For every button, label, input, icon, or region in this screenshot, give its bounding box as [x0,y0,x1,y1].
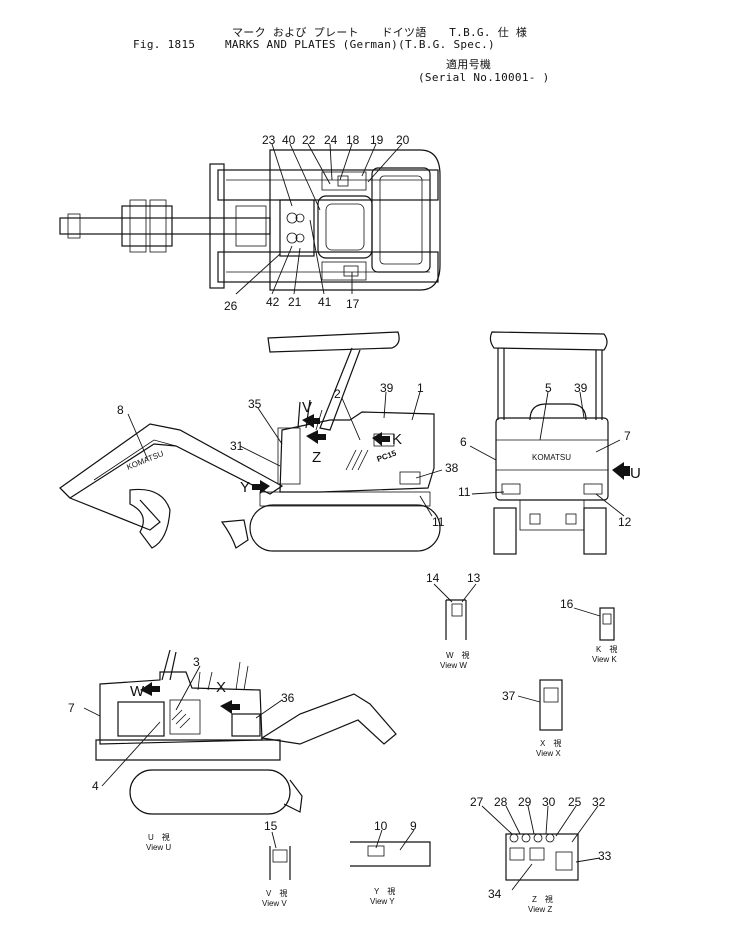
view-arrow-z: Z [306,430,326,466]
view-arrow-v: V [302,399,320,428]
japanese-title: マーク および プレート ドイツ語 T.B.G. 仕 様 [232,26,528,39]
callout-19: 19 [370,133,384,147]
view-v-label: View V [262,899,287,908]
callout-30: 30 [542,795,556,809]
callout-25: 25 [568,795,582,809]
callout-12: 12 [618,515,632,529]
callout-33: 33 [598,849,612,863]
view-z-jp-label: Z 視 [532,895,553,904]
view-w-jp-label: W 視 [446,651,470,660]
callout-8: 8 [117,403,124,417]
view-v-jp-label: V 視 [266,889,287,898]
callout-29: 29 [518,795,532,809]
callout-26: 26 [224,299,238,313]
view-y-jp-label: Y 視 [374,887,395,896]
view-k-label: View K [592,655,617,664]
callout-36: 36 [281,691,295,705]
callout-34: 34 [488,887,502,901]
callout-4: 4 [92,779,99,793]
view-k-jp-label: K 視 [596,645,617,654]
view-arrow-x: X [216,679,240,714]
callout-40: 40 [282,133,296,147]
figure-number: Fig. 1815 [133,38,196,51]
svg-text:U: U [630,465,641,482]
view-y-detail [350,841,431,867]
svg-text:K: K [392,431,402,448]
japanese-serial-label: 適用号機 [446,58,492,71]
callout-37: 37 [502,689,516,703]
boom-brand-mark: KOMATSU [125,449,165,472]
view-v-detail [269,846,291,880]
callout-31: 31 [230,439,244,453]
callout-11-rear: 11 [458,485,471,499]
callout-15: 15 [264,819,278,833]
callout-14: 14 [426,571,440,585]
callout-16: 16 [560,597,574,611]
leader-lines [83,143,625,891]
callout-13: 13 [467,571,481,585]
view-z-label: View Z [528,905,552,914]
callout-27: 27 [470,795,484,809]
top-view-machine [59,149,441,291]
callout-17: 17 [346,297,360,311]
callout-35: 35 [248,397,262,411]
callout-24: 24 [324,133,338,147]
rear-view-machine: KOMATSU [489,331,609,555]
callout-38: 38 [445,461,459,475]
callout-39: 39 [380,381,394,395]
serial-range: (Serial No.10001- ) [418,71,550,84]
model-mark: PC15 [376,448,398,463]
callout-42: 42 [266,295,280,309]
view-z-detail [505,833,579,881]
view-x-jp-label: X 視 [540,739,561,748]
view-arrow-y: Y [240,479,270,496]
svg-text:W: W [130,683,145,700]
svg-text:Y: Y [240,479,250,496]
view-y-label: View Y [370,897,395,906]
callout-28: 28 [494,795,508,809]
callout-9: 9 [410,819,417,833]
view-x-label: View X [536,749,561,758]
left-side-view-machine [95,649,397,815]
callout-41: 41 [318,295,332,309]
rear-brand-mark: KOMATSU [532,453,571,462]
callout-1: 1 [417,381,424,395]
callout-7-left: 7 [68,701,75,715]
view-u-label: View U [146,843,171,852]
callout-32: 32 [592,795,606,809]
view-w-detail [445,599,467,640]
callout-5: 5 [545,381,552,395]
callout-21: 21 [288,295,302,309]
view-arrow-u: U [612,462,641,482]
callout-10: 10 [374,819,388,833]
callout-23: 23 [262,133,276,147]
callout-11: 11 [432,515,445,529]
callout-18: 18 [346,133,360,147]
view-k-detail [599,607,615,641]
callout-7: 7 [624,429,631,443]
svg-text:V: V [302,399,312,416]
view-w-label: View W [440,661,467,670]
callout-3: 3 [193,655,200,669]
svg-text:X: X [216,679,226,696]
view-u-jp-label: U 視 [148,833,170,842]
callout-2: 2 [334,387,341,401]
view-arrow-k: K [372,431,402,448]
callout-39-rear: 39 [574,381,588,395]
view-arrow-w: W [130,682,160,700]
svg-text:Z: Z [312,449,321,466]
callout-20: 20 [396,133,410,147]
english-title: MARKS AND PLATES (German)(T.B.G. Spec.) [225,38,495,51]
view-x-detail [539,679,563,731]
callout-22: 22 [302,133,316,147]
callout-6: 6 [460,435,467,449]
